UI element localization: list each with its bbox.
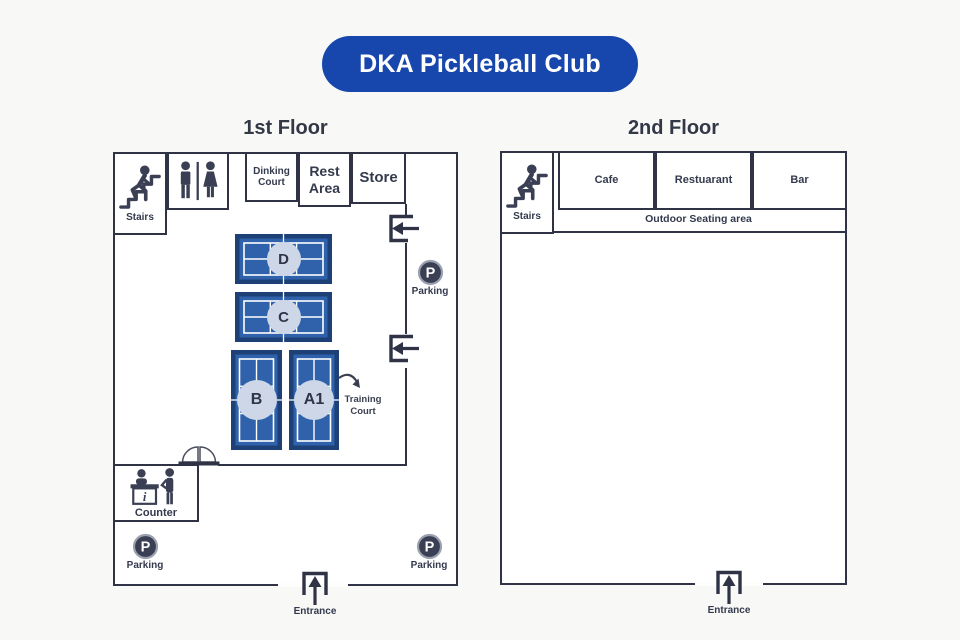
cafe-room: Cafe xyxy=(558,151,655,210)
stairs-label: Stairs xyxy=(513,210,541,222)
club-title-banner: DKA Pickleball Club xyxy=(322,36,638,92)
double-door-icon xyxy=(178,446,220,466)
court-label-circle: A1 xyxy=(294,380,334,420)
court-C: C xyxy=(235,288,332,346)
outdoor-seating-area: Outdoor Seating area xyxy=(552,208,845,233)
entrance-icon-1f xyxy=(302,571,328,605)
bar-room: Bar xyxy=(752,151,847,210)
restaurant-label: Restuarant xyxy=(674,174,733,187)
svg-text:P: P xyxy=(425,540,435,556)
dinking-court-label: Dinking Court xyxy=(253,165,290,189)
court-label-circle: D xyxy=(266,242,301,276)
court-label-circle: B xyxy=(236,380,277,420)
stairs-room-2f: Stairs xyxy=(500,151,554,234)
court-label-circle: C xyxy=(266,300,301,334)
first-floor-plan: Stairs Dinking Court Rest Area Store xyxy=(113,152,458,617)
stairs-room-1f: Stairs xyxy=(113,152,167,235)
svg-text:i: i xyxy=(143,490,147,504)
entrance-icon-2f xyxy=(716,570,742,604)
court-B: B xyxy=(227,350,286,450)
dinking-court-room: Dinking Court xyxy=(245,152,298,202)
restroom-icon xyxy=(180,161,218,201)
stairs-icon xyxy=(119,165,161,209)
counter-info-desk-icon: i xyxy=(130,467,174,505)
bar-label: Bar xyxy=(790,174,809,187)
parking-label-corridor: Parking xyxy=(411,286,449,297)
svg-text:P: P xyxy=(141,540,151,556)
cafe-label: Cafe xyxy=(594,174,619,187)
outdoor-seating-label: Outdoor Seating area xyxy=(645,213,752,226)
counter-room: i Counter xyxy=(113,464,199,522)
restaurant-room: Restuarant xyxy=(655,151,752,210)
stairs-icon xyxy=(506,164,548,208)
store-label: Store xyxy=(359,169,398,187)
club-title: DKA Pickleball Club xyxy=(359,49,601,78)
parking-label-left: Parking xyxy=(126,560,164,571)
training-court-arrow-icon xyxy=(338,373,360,388)
inner-wall-segment xyxy=(405,368,407,466)
entrance-label-1f: Entrance xyxy=(293,606,337,617)
parking-icon-corridor: P xyxy=(417,259,444,286)
stairs-label: Stairs xyxy=(126,211,154,223)
counter-label: Counter xyxy=(134,506,178,519)
first-floor-heading: 1st Floor xyxy=(243,116,328,139)
entrance-label-2f: Entrance xyxy=(707,605,751,616)
parking-label-right: Parking xyxy=(410,560,448,571)
svg-text:P: P xyxy=(426,266,436,282)
second-floor-heading: 2nd Floor xyxy=(627,116,720,139)
rest-area-label: Rest Area xyxy=(308,163,341,196)
store-room: Store xyxy=(351,152,406,204)
inner-wall-segment xyxy=(405,204,407,216)
parking-icon-right: P xyxy=(416,533,443,560)
second-floor-plan: Stairs Cafe Restuarant Bar Outdoor Seati… xyxy=(500,151,847,616)
rest-area-room: Rest Area xyxy=(298,152,351,207)
parking-icon-left: P xyxy=(132,533,159,560)
inner-wall-segment xyxy=(218,464,407,466)
door-arrow-icon-bottom xyxy=(389,334,419,363)
restroom xyxy=(167,152,229,210)
inner-wall-segment xyxy=(405,243,407,334)
court-D: D xyxy=(235,230,332,288)
training-court-label: Training Court xyxy=(344,394,382,418)
court-A1: A1 xyxy=(285,350,343,450)
door-arrow-icon-top xyxy=(389,214,419,243)
